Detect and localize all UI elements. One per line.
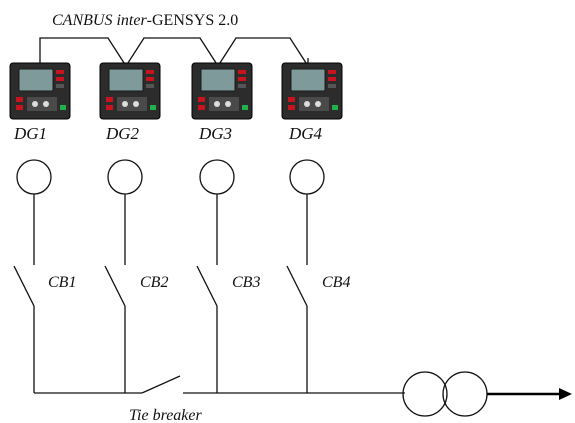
canbus-title: CANBUS inter-GENSYS 2.0 [52,12,238,29]
canbus-title-rest: -GENSYS 2.0 [147,12,239,29]
busbar [34,375,405,394]
dg1-label: DG1 [13,124,47,143]
tie-breaker-switch [141,375,181,394]
cb4-label: CB4 [322,274,350,291]
generator-dg2-symbol [107,159,143,195]
controller-dg2 [99,62,161,120]
transformer-symbol [402,371,488,417]
tie-breaker-label: Tie breaker [129,407,203,423]
generator-dg4-symbol [289,159,325,195]
generator-dg3-symbol [199,159,235,195]
cb3-switch [196,265,218,307]
dg3-label: DG3 [198,124,232,143]
controller-dg4 [281,62,343,120]
cb2-label: CB2 [140,274,168,291]
controller-screen [200,68,236,92]
cb4-switch [286,265,308,307]
dg2-label: DG2 [105,124,140,143]
canbus-network [39,37,309,69]
feeder-dg4 [286,194,308,393]
feeder-dg1 [13,194,35,393]
dg4-label: DG4 [288,124,323,143]
generator-dg1-symbol [16,159,52,195]
controller-screen [108,68,144,92]
controller-dg3 [191,62,253,120]
cb3-label: CB3 [232,274,260,291]
controller-screen [290,68,326,92]
cb1-switch [13,265,35,307]
cb2-switch [104,265,126,307]
controller-dg1 [9,62,71,120]
controller-screen [18,68,54,92]
feeder-dg3 [196,194,218,393]
cb1-label: CB1 [48,274,76,291]
feeder-dg2 [104,194,126,393]
output-arrow-icon [487,388,572,400]
canbus-title-italic: CANBUS inter [52,12,147,29]
